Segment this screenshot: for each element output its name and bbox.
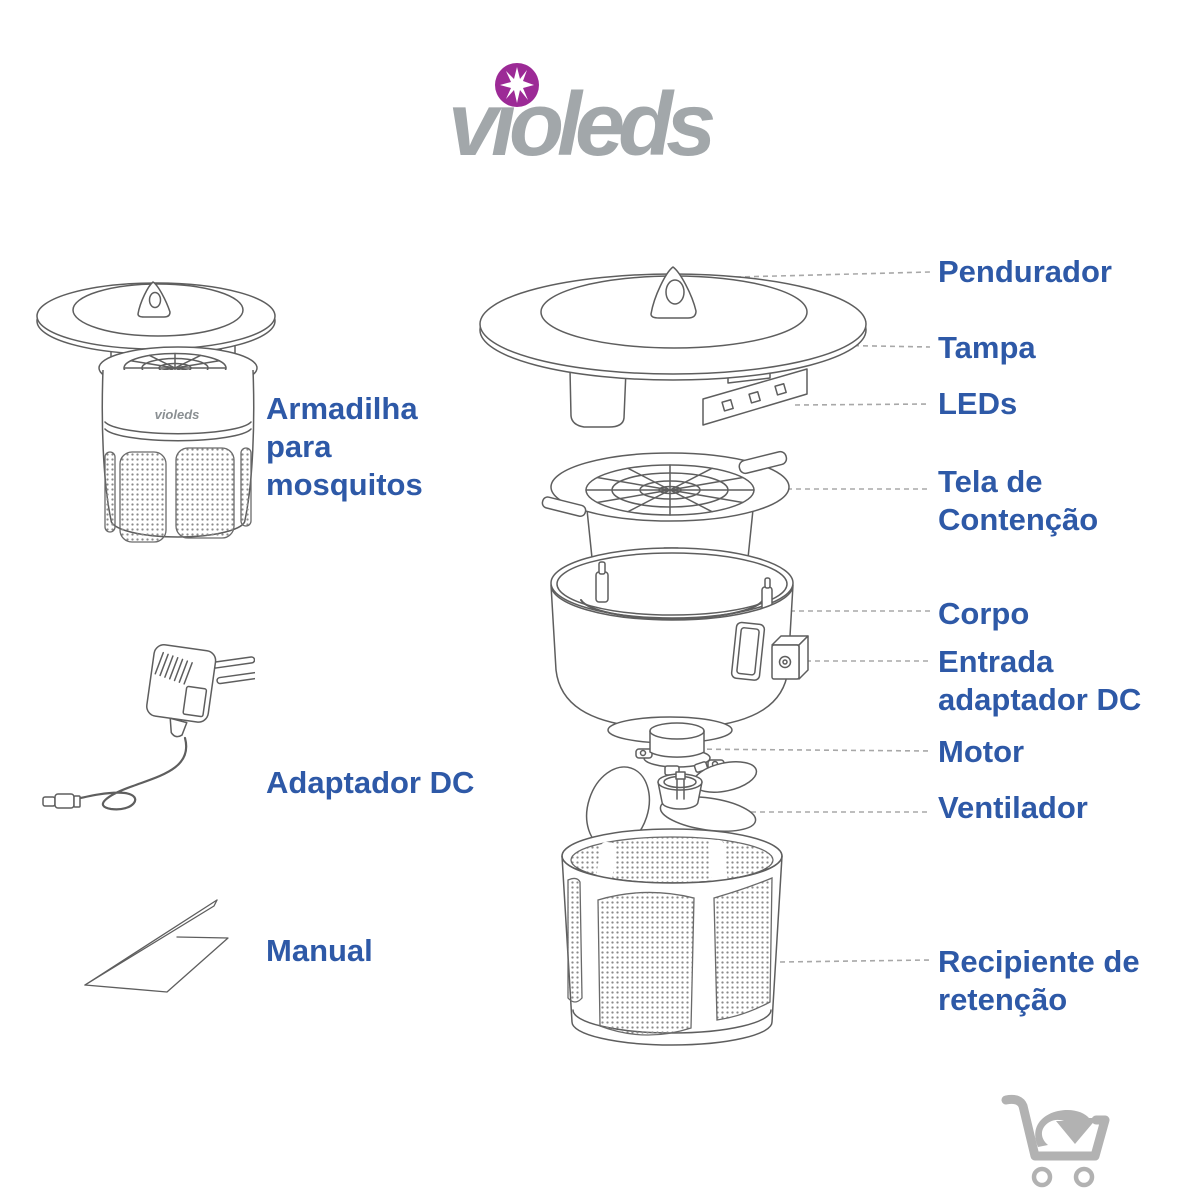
part-ventilador	[585, 761, 758, 850]
label-motor: Motor	[938, 734, 1025, 769]
add-to-cart-icon	[1001, 1094, 1110, 1188]
adapter-dc-plug	[42, 793, 81, 809]
trap-illustration: violeds	[36, 281, 276, 543]
container-mesh-panel	[597, 891, 695, 1036]
part-entrada-adaptador-dc	[771, 635, 809, 680]
label-corpo: Corpo	[938, 596, 1030, 631]
brand-logo-text: vıoleds	[448, 75, 716, 175]
adapter-body	[146, 644, 217, 738]
trap-cap	[36, 281, 276, 355]
trap-mesh-sliver	[240, 447, 252, 527]
exploded-view-illustration	[479, 266, 867, 1046]
trap-mesh-panel	[175, 447, 235, 539]
trap-mesh-panel	[119, 451, 167, 543]
label-pendurador: Pendurador	[938, 254, 1112, 289]
trap-mesh-sliver	[104, 451, 116, 533]
label-leds: LEDs	[938, 386, 1018, 421]
body-side-opening	[730, 621, 766, 681]
container-mesh-panel	[713, 877, 773, 1021]
part-recipiente	[561, 828, 783, 1046]
label-adaptador-dc: Adaptador DC	[266, 765, 475, 800]
adapter-cable	[57, 736, 188, 811]
container-mesh-sliver	[567, 877, 583, 1003]
cart-wheel	[1073, 1166, 1095, 1188]
cart-arrow	[1035, 1109, 1097, 1147]
label-armadilha: Armadilha para mosquitos	[266, 391, 423, 502]
dc-adapter-illustration	[42, 644, 255, 811]
trap-body-brand-text: violeds	[155, 407, 200, 422]
cart-wheel	[1031, 1166, 1053, 1188]
part-corpo	[550, 547, 809, 744]
star-icon	[495, 63, 539, 107]
fan-hub	[657, 771, 703, 810]
part-pendurador	[650, 266, 697, 319]
manual-illustration	[84, 899, 229, 993]
part-tampa	[479, 266, 867, 428]
label-manual: Manual	[266, 933, 373, 968]
adapter-prongs	[212, 656, 255, 685]
label-recipiente-de-retencao: Recipiente de retenção	[938, 944, 1140, 1017]
label-entrada-adaptador-dc: Entrada adaptador DC	[938, 644, 1142, 717]
trap-body: violeds	[101, 369, 255, 543]
part-leds	[702, 368, 808, 426]
cap-leg	[569, 369, 627, 428]
label-tampa: Tampa	[938, 330, 1036, 365]
label-tela-de-contencao: Tela de Contenção	[938, 464, 1099, 537]
body-peg	[595, 561, 609, 603]
label-ventilador: Ventilador	[938, 790, 1088, 825]
